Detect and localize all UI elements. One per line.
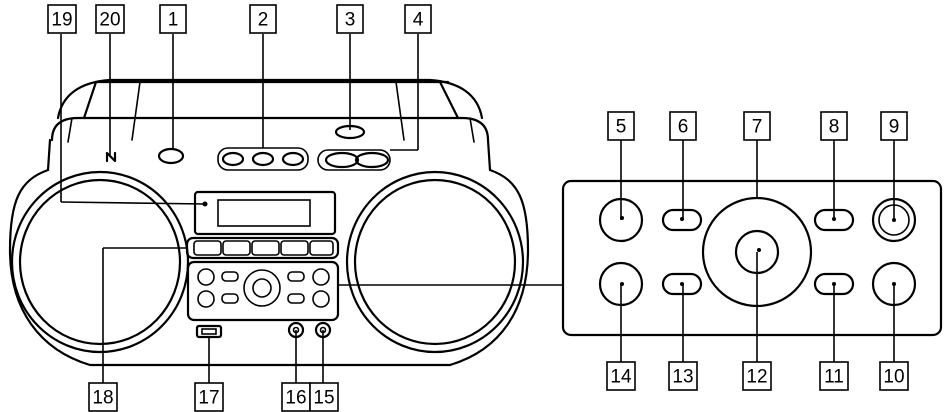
callout-9: 9 [880,111,908,141]
callout-8-label: 8 [829,117,840,138]
top-controls [105,124,391,207]
callout-19-label: 19 [51,10,72,31]
callout-11-label: 11 [824,367,844,388]
callout-3: 3 [336,4,364,34]
callout-20-label: 20 [99,10,120,31]
ports [195,321,332,339]
zoomed-control-panel [337,179,943,337]
callout-19: 19 [47,4,77,34]
callout-17-label: 17 [198,388,219,409]
preset-buttons [185,236,340,260]
callout-16: 16 [281,382,311,412]
button-6[interactable] [661,208,703,232]
button-13[interactable] [661,272,703,296]
volume-minus-button[interactable] [324,151,360,169]
callout-2-label: 2 [258,10,269,31]
callout-11: 11 [819,361,849,391]
callout-14: 14 [606,361,636,391]
callout-6-label: 6 [678,117,689,138]
control-panel-small [186,260,340,322]
callout-4: 4 [404,4,432,34]
callout-7-label: 7 [752,117,763,138]
nfc-mark-icon [105,151,117,163]
callout-15-label: 15 [313,388,334,409]
function-button-b[interactable] [251,151,275,167]
callout-12: 12 [742,361,772,391]
boombox-body [8,78,530,367]
power-button[interactable] [157,147,185,165]
callout-15: 15 [309,382,339,412]
callout-16-label: 16 [285,388,306,409]
callout-3-label: 3 [345,10,356,31]
callout-18-label: 18 [92,388,113,409]
callout-20: 20 [95,4,125,34]
function-button-a[interactable] [221,151,245,167]
volume-plus-button[interactable] [354,151,390,169]
callout-1-label: 1 [168,10,179,31]
callout-5: 5 [607,111,635,141]
callout-7: 7 [743,111,771,141]
callout-13-label: 13 [672,367,693,388]
callout-5-label: 5 [616,117,627,138]
callout-6: 6 [669,111,697,141]
callout-12-label: 12 [746,367,767,388]
callout-4-label: 4 [413,10,424,31]
callout-17: 17 [194,382,224,412]
callout-1: 1 [159,4,187,34]
callout-10-label: 10 [883,367,904,388]
callout-14-label: 14 [610,367,632,388]
callout-10: 10 [879,361,909,391]
callout-2: 2 [249,4,277,34]
usb-port-icon [195,324,223,339]
callout-9-label: 9 [889,117,900,138]
callout-13: 13 [668,361,698,391]
callout-8: 8 [820,111,848,141]
callout-18: 18 [88,382,118,412]
function-button-c[interactable] [281,151,305,167]
leader-lines [60,34,895,392]
